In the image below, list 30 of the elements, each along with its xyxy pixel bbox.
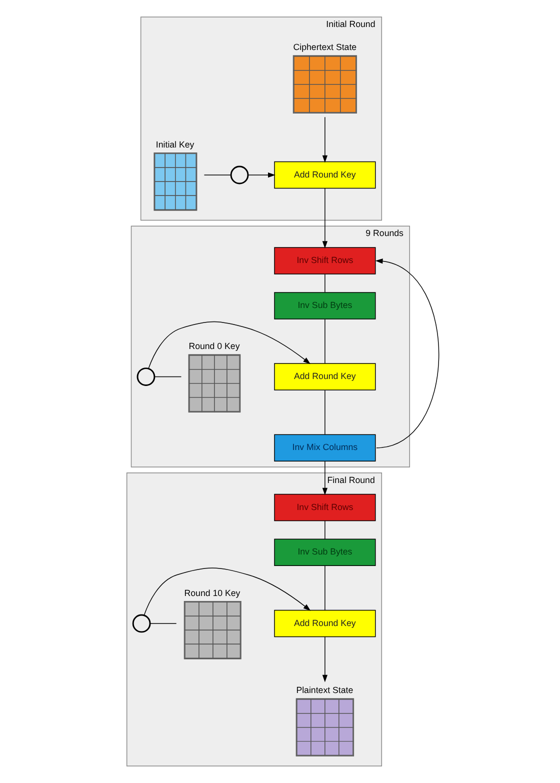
connector	[154, 376, 182, 378]
node-box: Add Round Key	[274, 610, 376, 638]
node-box: Add Round Key	[274, 363, 376, 390]
node-label: Round 10 Key	[184, 588, 240, 598]
arrow	[375, 258, 440, 448]
arrow	[248, 172, 276, 178]
node-label: Initial Key	[156, 139, 194, 150]
arrow	[322, 460, 328, 496]
node-circle	[132, 614, 151, 633]
connector	[324, 274, 326, 293]
connector	[324, 566, 326, 610]
node-label: Round 0 Key	[188, 341, 240, 352]
node-box: Inv Sub Bytes	[274, 538, 376, 566]
node-box: Add Round Key	[274, 161, 376, 189]
arrow	[322, 116, 328, 163]
node-circle	[136, 368, 156, 386]
arrow	[322, 636, 328, 682]
connector	[324, 390, 326, 435]
node-box: Inv Shift Rows	[274, 494, 376, 522]
node-box: Inv Mix Columns	[274, 434, 376, 462]
node-circle	[230, 166, 249, 184]
connector	[204, 174, 232, 176]
node-label: Plaintext State	[296, 685, 354, 696]
node-box: Inv Sub Bytes	[274, 292, 376, 320]
node-label: Ciphertext State	[293, 42, 357, 52]
arrow	[322, 188, 328, 248]
connector	[324, 318, 326, 364]
connector	[150, 623, 177, 624]
connector	[324, 520, 326, 540]
node-box: Inv Shift Rows	[274, 247, 376, 274]
